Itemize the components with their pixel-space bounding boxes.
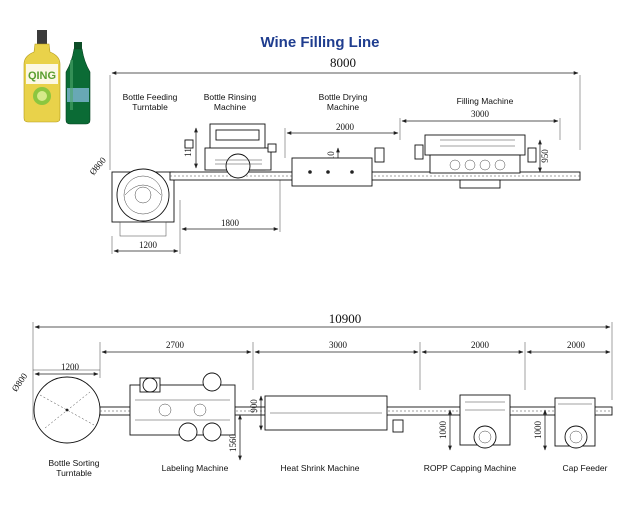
yellow-bottle-icon: QING xyxy=(23,30,61,123)
bottom-line: 10900 2700 3000 2000 2000 1200 Ø800 xyxy=(10,311,613,478)
page-title: Wine Filling Line xyxy=(260,34,379,51)
dim-filler-height: 950 xyxy=(540,149,550,163)
cap-feeder xyxy=(554,397,596,449)
label-ropp: ROPP Capping Machine xyxy=(424,463,517,473)
heat-shrink-machine xyxy=(264,395,404,433)
dim-sort-width: 1200 xyxy=(61,362,80,372)
dim-ropp-length: 2000 xyxy=(471,340,490,350)
dim-label-height: 1560 xyxy=(228,434,238,453)
dim-feed-turntable-width: 1200 xyxy=(139,240,158,250)
drying-machine xyxy=(291,147,385,187)
dim-conveyor: 2000 xyxy=(336,122,355,132)
green-bottle-icon xyxy=(65,42,91,125)
ropp-capping-machine xyxy=(459,394,511,449)
dim-feed-length: 1800 xyxy=(221,218,240,228)
label-drying-2: Machine xyxy=(327,102,359,112)
bottles-image: QING xyxy=(23,30,91,125)
label-sorting-1: Bottle Sorting xyxy=(48,458,99,468)
feeding-turntable xyxy=(111,168,175,237)
label-rinsing-1: Bottle Rinsing xyxy=(204,92,257,102)
label-filling: Filling Machine xyxy=(457,96,514,106)
dim-cap-length: 2000 xyxy=(567,340,586,350)
label-labeling: Labeling Machine xyxy=(162,463,229,473)
top-line: 8000 Bottle Feeding Turntable Bottle Rin… xyxy=(87,55,581,254)
filling-machine xyxy=(414,134,537,189)
dim-ropp-height: 1000 xyxy=(438,421,448,440)
label-feeding-1: Bottle Feeding xyxy=(123,92,178,102)
dim-label-length: 2700 xyxy=(166,340,185,350)
label-shrink: Heat Shrink Machine xyxy=(281,463,360,473)
label-feeding-2: Turntable xyxy=(132,102,168,112)
label-cap-feeder: Cap Feeder xyxy=(563,463,608,473)
dim-shrink-height: 900 xyxy=(249,399,259,413)
label-sorting-2: Turntable xyxy=(56,468,92,478)
rinsing-machine xyxy=(184,123,277,179)
dim-total-top: 8000 xyxy=(330,55,356,70)
dim-shrink-length: 3000 xyxy=(329,340,348,350)
dim-feed-turntable-dia: Ø800 xyxy=(87,155,108,177)
dim-total-bottom: 10900 xyxy=(329,311,362,326)
dim-sort-turntable-dia: Ø800 xyxy=(10,371,30,394)
sorting-turntable xyxy=(33,376,101,444)
bottle-brand-text: QING xyxy=(28,70,56,82)
labeling-machine xyxy=(129,372,236,442)
label-rinsing-2: Machine xyxy=(214,102,246,112)
dim-cap-height: 1000 xyxy=(533,421,543,440)
label-drying-1: Bottle Drying xyxy=(319,92,368,102)
dim-filling-width: 3000 xyxy=(471,109,490,119)
